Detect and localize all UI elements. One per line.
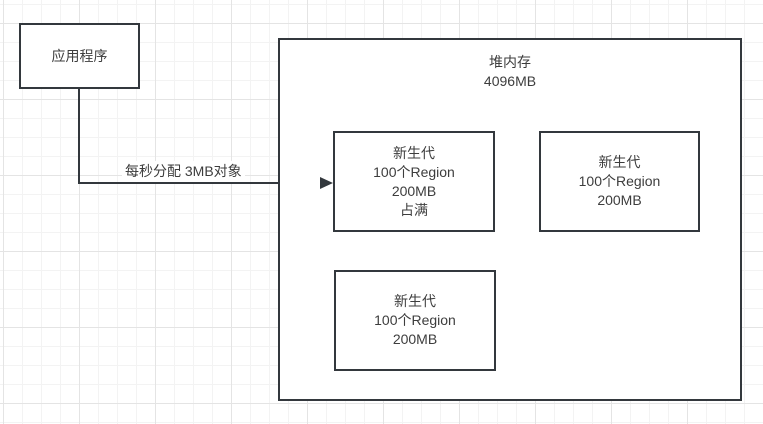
young-gen-full-line3: 200MB <box>391 182 437 199</box>
arrow-head-icon <box>320 177 333 189</box>
node-young-gen-right[interactable]: 新生代 100个Region 200MB <box>539 131 700 232</box>
edge-horizontal-segment[interactable] <box>78 182 322 184</box>
young-gen-full-line4: 占满 <box>400 201 428 218</box>
young-gen-bottom-line1: 新生代 <box>394 293 436 309</box>
edge-vertical-segment[interactable] <box>78 89 80 183</box>
edge-label[interactable]: 每秒分配 3MB对象 <box>122 161 245 182</box>
young-gen-bottom-line3: 200MB <box>392 331 438 347</box>
heap-size: 4096MB <box>483 73 537 89</box>
young-gen-full-line1: 新生代 <box>393 144 435 161</box>
node-application[interactable]: 应用程序 <box>19 23 140 89</box>
young-gen-right-line1: 新生代 <box>598 154 641 170</box>
young-gen-bottom-line2: 100个Region <box>374 312 456 328</box>
young-gen-right-line3: 200MB <box>597 192 642 208</box>
node-application-label: 应用程序 <box>51 47 108 64</box>
node-young-gen-bottom[interactable]: 新生代 100个Region 200MB <box>334 270 496 371</box>
edge-label-line1: 每秒分配 <box>125 163 181 179</box>
heap-title: 堆内存 <box>489 54 531 70</box>
node-young-gen-full[interactable]: 新生代 100个Region 200MB 占满 <box>333 131 495 232</box>
young-gen-full-line2: 100个Region <box>373 163 455 180</box>
young-gen-right-line2: 100个Region <box>578 173 661 189</box>
edge-label-line2: 3MB对象 <box>184 163 242 179</box>
